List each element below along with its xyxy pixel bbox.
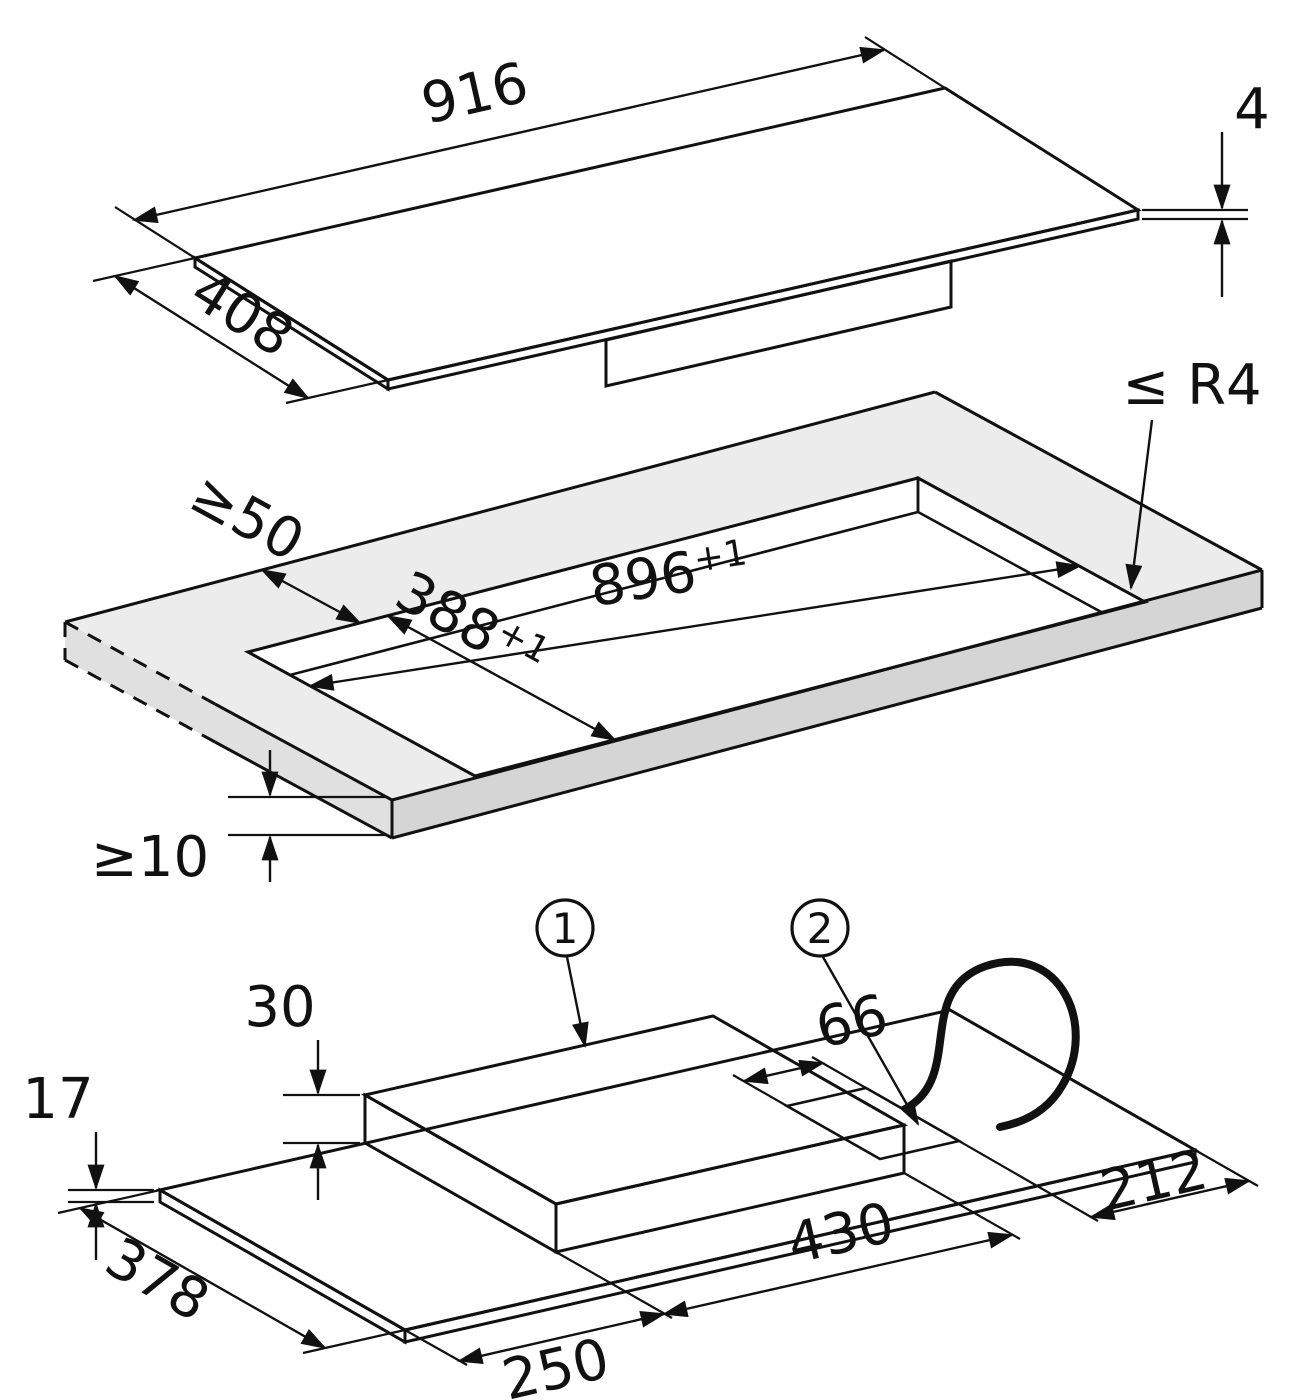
dim-mains-width: 66 bbox=[732, 982, 894, 1107]
dimension-line bbox=[1088, 1177, 1252, 1221]
tolerance: +1 bbox=[691, 532, 750, 581]
extension-line bbox=[555, 1251, 673, 1319]
dim-housing-length: 430 bbox=[555, 1172, 1021, 1319]
glass-top-surface bbox=[191, 86, 1142, 382]
extension-line bbox=[92, 256, 196, 283]
callout-2: 2 bbox=[790, 898, 920, 1126]
worktop-front-left-edge-hidden bbox=[64, 620, 216, 706]
dim-offset-left: 250 bbox=[404, 1310, 667, 1400]
base-panel-front-face bbox=[403, 1148, 1197, 1344]
extension-line bbox=[811, 1056, 867, 1089]
extension-line bbox=[864, 36, 946, 89]
worktop-front-left-edge bbox=[214, 702, 393, 802]
housing-under-glass bbox=[604, 259, 953, 388]
view-appliance-bottom: 1 2 30 17 66 bbox=[22, 898, 1259, 1400]
extension-line bbox=[958, 1140, 1099, 1222]
dim-depth-408: 408 bbox=[92, 256, 389, 405]
dim-panel-height-label: 17 bbox=[22, 1067, 93, 1132]
dimension-line bbox=[386, 614, 617, 742]
dim-corner-radius: ≤ R4 bbox=[1122, 353, 1262, 591]
dim-thickness-label: 4 bbox=[1234, 77, 1270, 142]
worktop-bottom-left-edge bbox=[214, 740, 393, 840]
extension-line bbox=[57, 1188, 161, 1215]
leader-line bbox=[1125, 419, 1154, 591]
extension-line bbox=[732, 1074, 788, 1107]
dim-offset-right: 212 bbox=[958, 1137, 1259, 1225]
dim-panel-depth-label: 378 bbox=[95, 1225, 220, 1334]
dim-worktop-thickness-label: ≥10 bbox=[91, 825, 209, 890]
extension-line bbox=[114, 206, 196, 259]
view-worktop-cutout: ≥50 896+1 388+1 ≤ R4 ≥10 bbox=[63, 353, 1264, 890]
callout-1: 1 bbox=[535, 898, 595, 1049]
callout-arrow bbox=[821, 956, 920, 1126]
worktop-bottom-left-edge-hidden bbox=[64, 658, 216, 744]
extension-line bbox=[285, 378, 389, 405]
dim-depth-label: 408 bbox=[179, 258, 304, 370]
dim-mains-width-label: 66 bbox=[810, 982, 894, 1061]
callout-circle bbox=[535, 898, 595, 958]
glass-front-edge-face bbox=[386, 208, 1140, 391]
dimension-line bbox=[78, 1206, 327, 1350]
dim-worktop-thickness: ≥10 bbox=[91, 750, 386, 890]
extension-line bbox=[302, 1328, 406, 1355]
dimension-line bbox=[456, 1310, 667, 1365]
extension-line bbox=[404, 1329, 468, 1366]
mains-connection-cover bbox=[783, 1086, 963, 1161]
dim-offset-left-label: 250 bbox=[497, 1326, 616, 1400]
worktop-rear-right-edge bbox=[934, 390, 1263, 572]
dim-offset-right-label: 212 bbox=[1095, 1137, 1214, 1224]
dim-thickness-4: 4 bbox=[1142, 77, 1270, 297]
extension-line bbox=[903, 1172, 1021, 1240]
callout-arrow bbox=[565, 956, 589, 1049]
callout-circle bbox=[790, 898, 850, 958]
dim-rear-clearance-label: ≥50 bbox=[179, 461, 314, 575]
dim-width-916: 916 bbox=[114, 36, 946, 259]
dimension-line bbox=[741, 1059, 826, 1085]
callout-number: 2 bbox=[807, 904, 834, 953]
dimension-line bbox=[661, 1231, 1015, 1318]
callout-number: 1 bbox=[552, 904, 579, 953]
mains-cable bbox=[906, 957, 1080, 1131]
dim-panel-height: 17 bbox=[22, 1067, 154, 1260]
dimension-line bbox=[131, 46, 887, 224]
worktop-front-left-face bbox=[65, 622, 392, 838]
dim-width-label: 916 bbox=[416, 50, 535, 137]
dimension-line bbox=[113, 274, 310, 400]
base-panel-top-surface bbox=[155, 1008, 1200, 1332]
dim-corner-radius-label: ≤ R4 bbox=[1122, 353, 1261, 418]
dim-panel-depth: 378 bbox=[57, 1188, 406, 1355]
worktop-bottom-right-edge bbox=[391, 606, 1263, 840]
dim-housing-height-label: 30 bbox=[244, 975, 315, 1040]
view-appliance-top: 916 408 4 bbox=[92, 36, 1270, 405]
worktop-rear-left-edge bbox=[64, 390, 936, 624]
housing-box-left-face bbox=[363, 1092, 558, 1255]
dim-housing-height: 30 bbox=[244, 975, 360, 1200]
